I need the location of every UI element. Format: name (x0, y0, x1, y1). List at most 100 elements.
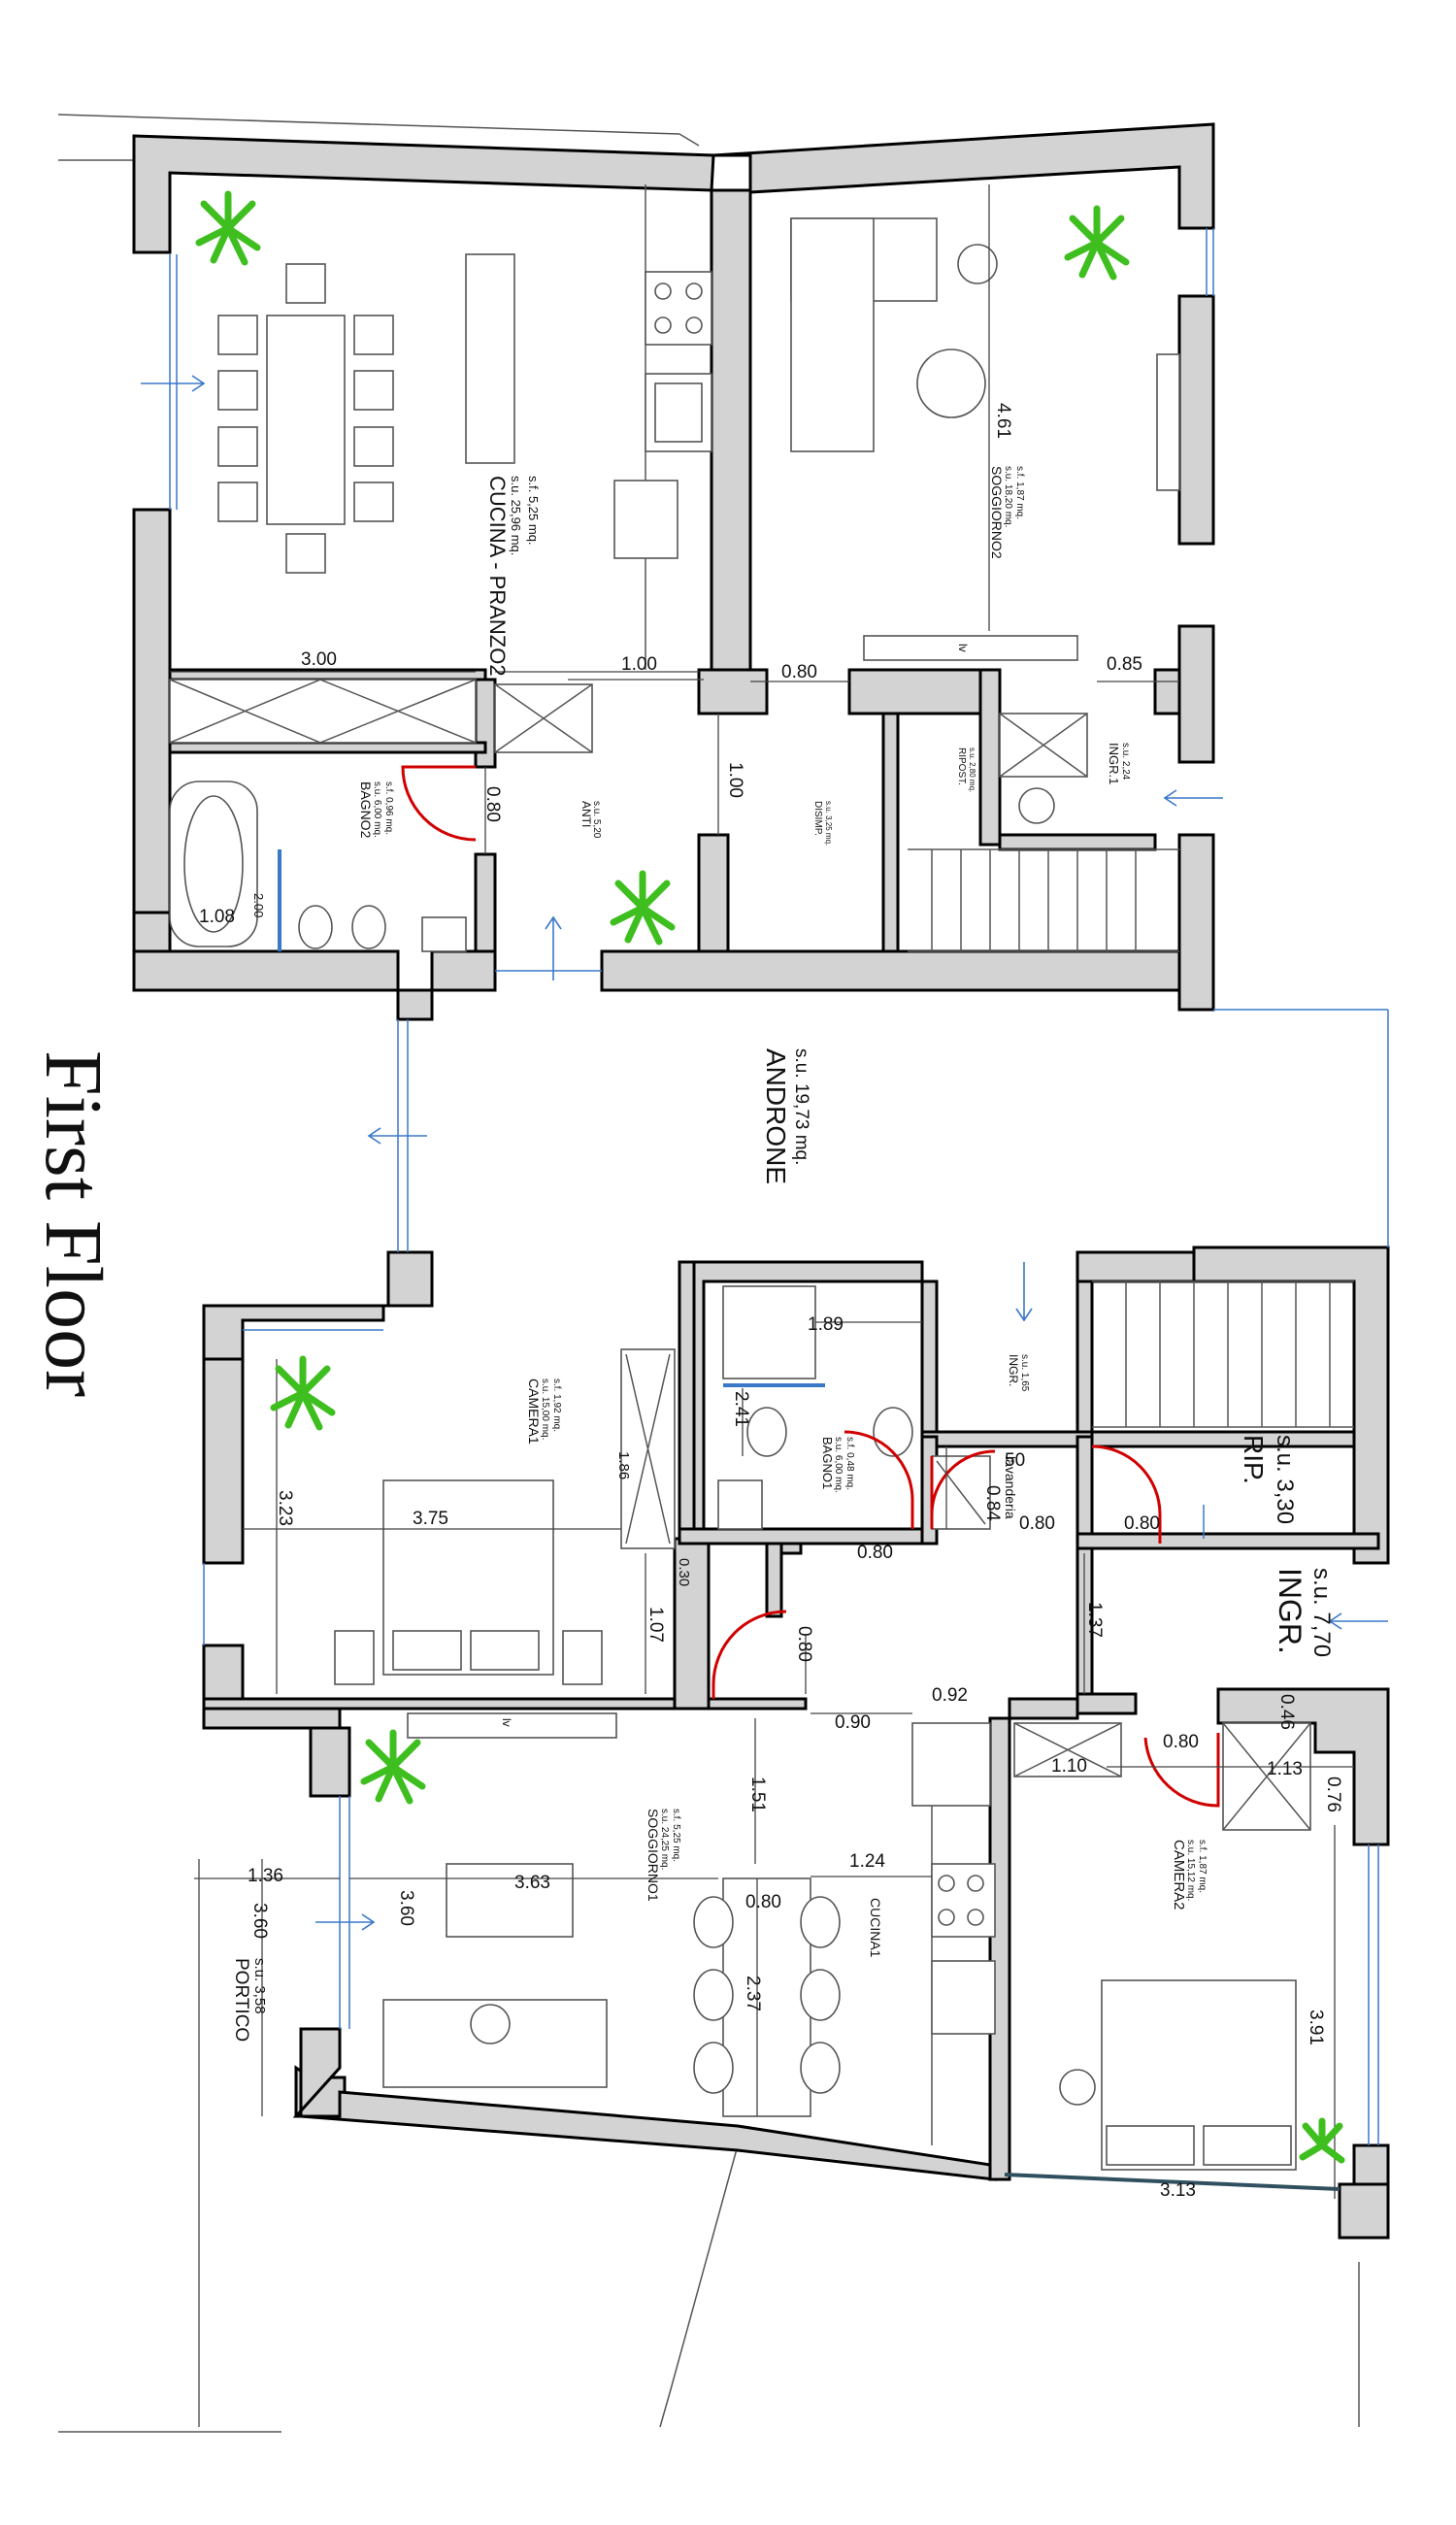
room-area: s.u. 19,73 mq. (791, 1048, 811, 1165)
dim-label: 1.36 (248, 1866, 283, 1886)
room-name: CUCINA - PRANZO2 (485, 476, 510, 677)
dim-label: 0.92 (932, 1685, 968, 1706)
dim-label: 0.80 (1124, 1513, 1160, 1534)
room-area: s.u. 3,30 (1272, 1435, 1298, 1524)
dim-label: 3.00 (301, 649, 337, 670)
room-area: s.u. 24,25 mq. (659, 1809, 670, 1870)
room-name: CAMERA2 (1171, 1840, 1187, 1910)
dim-label: 0.76 (1323, 1777, 1343, 1812)
dimension-labels: 3.00 1.00 0.80 0.85 4.61 1.00 0.80 1.08 … (199, 403, 1343, 2201)
room-area-sf: s.f. 1,87 mq. (1197, 1840, 1208, 1893)
room-area: s.u. 5,20 (591, 801, 602, 839)
dim-label: 3.63 (514, 1873, 550, 1893)
room-area-sf: s.f. 5,25 mq. (671, 1809, 681, 1862)
dim-label: 3.60 (249, 1903, 270, 1939)
room-name: CUCINA1 (868, 1898, 883, 1958)
fridge-cucina1 (911, 1722, 991, 1807)
room-area: s.u. 6,00 mq. (372, 781, 382, 838)
entry-arrows (141, 375, 1388, 1931)
table-cucina1 (722, 1877, 811, 2117)
room-name: DISIMP. (812, 801, 823, 836)
room-camera2: CAMERA2 s.u. 15,12 mq. s.f. 1,87 mq. (1171, 1840, 1208, 1910)
room-ingr-small: INGR. s.u. 1,65 (1007, 1354, 1030, 1392)
room-name: INGR.1 (1107, 743, 1121, 784)
room-soggiorno2: SOGGIORNO2 s.u. 18,20 mq. s.f. 1,87 mq. (989, 466, 1025, 559)
dim-label: 1.24 (849, 1851, 885, 1872)
coffee-table (916, 349, 986, 418)
room-soggiorno1: SOGGIORNO1 s.u. 24,25 mq. s.f. 5,25 mq. (645, 1809, 681, 1902)
dim-label: 1.51 (747, 1777, 768, 1812)
room-name: SOGGIORNO2 (989, 466, 1005, 559)
dim-label: 2.00 (251, 893, 266, 917)
site-context-lines (57, 114, 1360, 2433)
dim-label: 0.46 (1276, 1694, 1297, 1730)
room-name: BAGNO1 (820, 1437, 835, 1489)
sink-cucina1 (931, 1960, 996, 2035)
room-cucina1: CUCINA1 (868, 1898, 883, 1958)
dim-label: 3.60 (396, 1890, 416, 1926)
room-area: s.u. 2,24 (1120, 743, 1131, 781)
dim-label: 4.61 (993, 403, 1013, 439)
room-name: RIP. (1239, 1435, 1269, 1484)
room-area: s.u. 3,58 (251, 1958, 268, 2014)
toilet (351, 905, 386, 949)
dim-label: 2.41 (731, 1391, 751, 1427)
room-name: RIPOST. (956, 748, 967, 785)
dim-label: 2.37 (743, 1976, 763, 2011)
tv-label: lv (956, 644, 970, 652)
room-name: BAGNO2 (358, 781, 374, 839)
furniture-top (169, 184, 1180, 952)
dining-chairs (217, 263, 394, 574)
room-area: s.u. 18,20 mq. (1003, 466, 1013, 527)
dim-label: 1.89 (808, 1314, 844, 1335)
room-bagno2: BAGNO2 s.u. 6,00 mq. s.f. 0,96 mq. (358, 781, 394, 839)
dim-label: 1.00 (621, 654, 657, 675)
cooktop-cucina1 (931, 1863, 996, 1938)
room-name: ANTI (579, 801, 593, 827)
room-anti: ANTI s.u. 5,20 (579, 801, 602, 839)
dim-label: 0.80 (781, 662, 817, 682)
sofa-side (790, 217, 875, 452)
fridge (613, 480, 678, 559)
room-disimp: DISIMP. s.u. 3,25 mq. (812, 801, 833, 846)
dim-label: 0.85 (1107, 654, 1142, 675)
room-rip: RIP. s.u. 3,30 (1239, 1435, 1298, 1524)
room-area: s.u. 7,70 (1308, 1568, 1335, 1657)
dim-label: 3.75 (413, 1509, 448, 1529)
dim-label: 50 (1005, 1450, 1025, 1471)
room-area: s.u. 15,00 mq. (540, 1379, 550, 1440)
plant-icon (195, 190, 1345, 2164)
doors (401, 765, 1220, 1808)
dim-label: 3.91 (1306, 2010, 1326, 2045)
room-ingr1: INGR.1 s.u. 2,24 (1107, 743, 1131, 784)
tv-unit (863, 635, 1078, 661)
page-title: First Floor (28, 1050, 118, 1397)
dim-label: 3.13 (1160, 2180, 1196, 2201)
room-name: PORTICO (231, 1958, 251, 2042)
room-area-sf: s.f. 0,96 mq. (383, 781, 394, 835)
storage-unit (169, 679, 477, 744)
dim-label: 0.80 (857, 1543, 893, 1563)
fireplace (1156, 353, 1180, 491)
cooktop (645, 271, 712, 346)
room-area: s.u. 25,96 mq. (509, 476, 523, 555)
dim-label: 1.13 (1267, 1759, 1303, 1779)
room-area: s.u. 6,00 mq. (833, 1437, 844, 1493)
tv-label: lv (500, 1718, 513, 1727)
shower (722, 1285, 816, 1379)
room-name: INGR. (1273, 1568, 1307, 1654)
desk-chair (1059, 2069, 1096, 2106)
bidet (298, 905, 333, 949)
dimension-lines (170, 671, 1354, 2427)
room-area-sf: s.f. 1,87 mq. (1014, 466, 1025, 519)
room-labels: CUCINA - PRANZO2 s.u. 25,96 mq. s.f. 5,2… (231, 466, 1335, 2042)
dim-label: 1.10 (1051, 1756, 1087, 1777)
dim-label: 1.00 (725, 762, 745, 798)
sink (421, 916, 467, 952)
room-androne: ANDRONE s.u. 19,73 mq. (761, 1048, 811, 1184)
room-name: lavanderia (1003, 1456, 1018, 1519)
room-cucina-pranzo2: CUCINA - PRANZO2 s.u. 25,96 mq. s.f. 5,2… (485, 476, 541, 677)
furniture-bottom (334, 1280, 1354, 2191)
room-lavanderia: lavanderia (1003, 1456, 1018, 1519)
